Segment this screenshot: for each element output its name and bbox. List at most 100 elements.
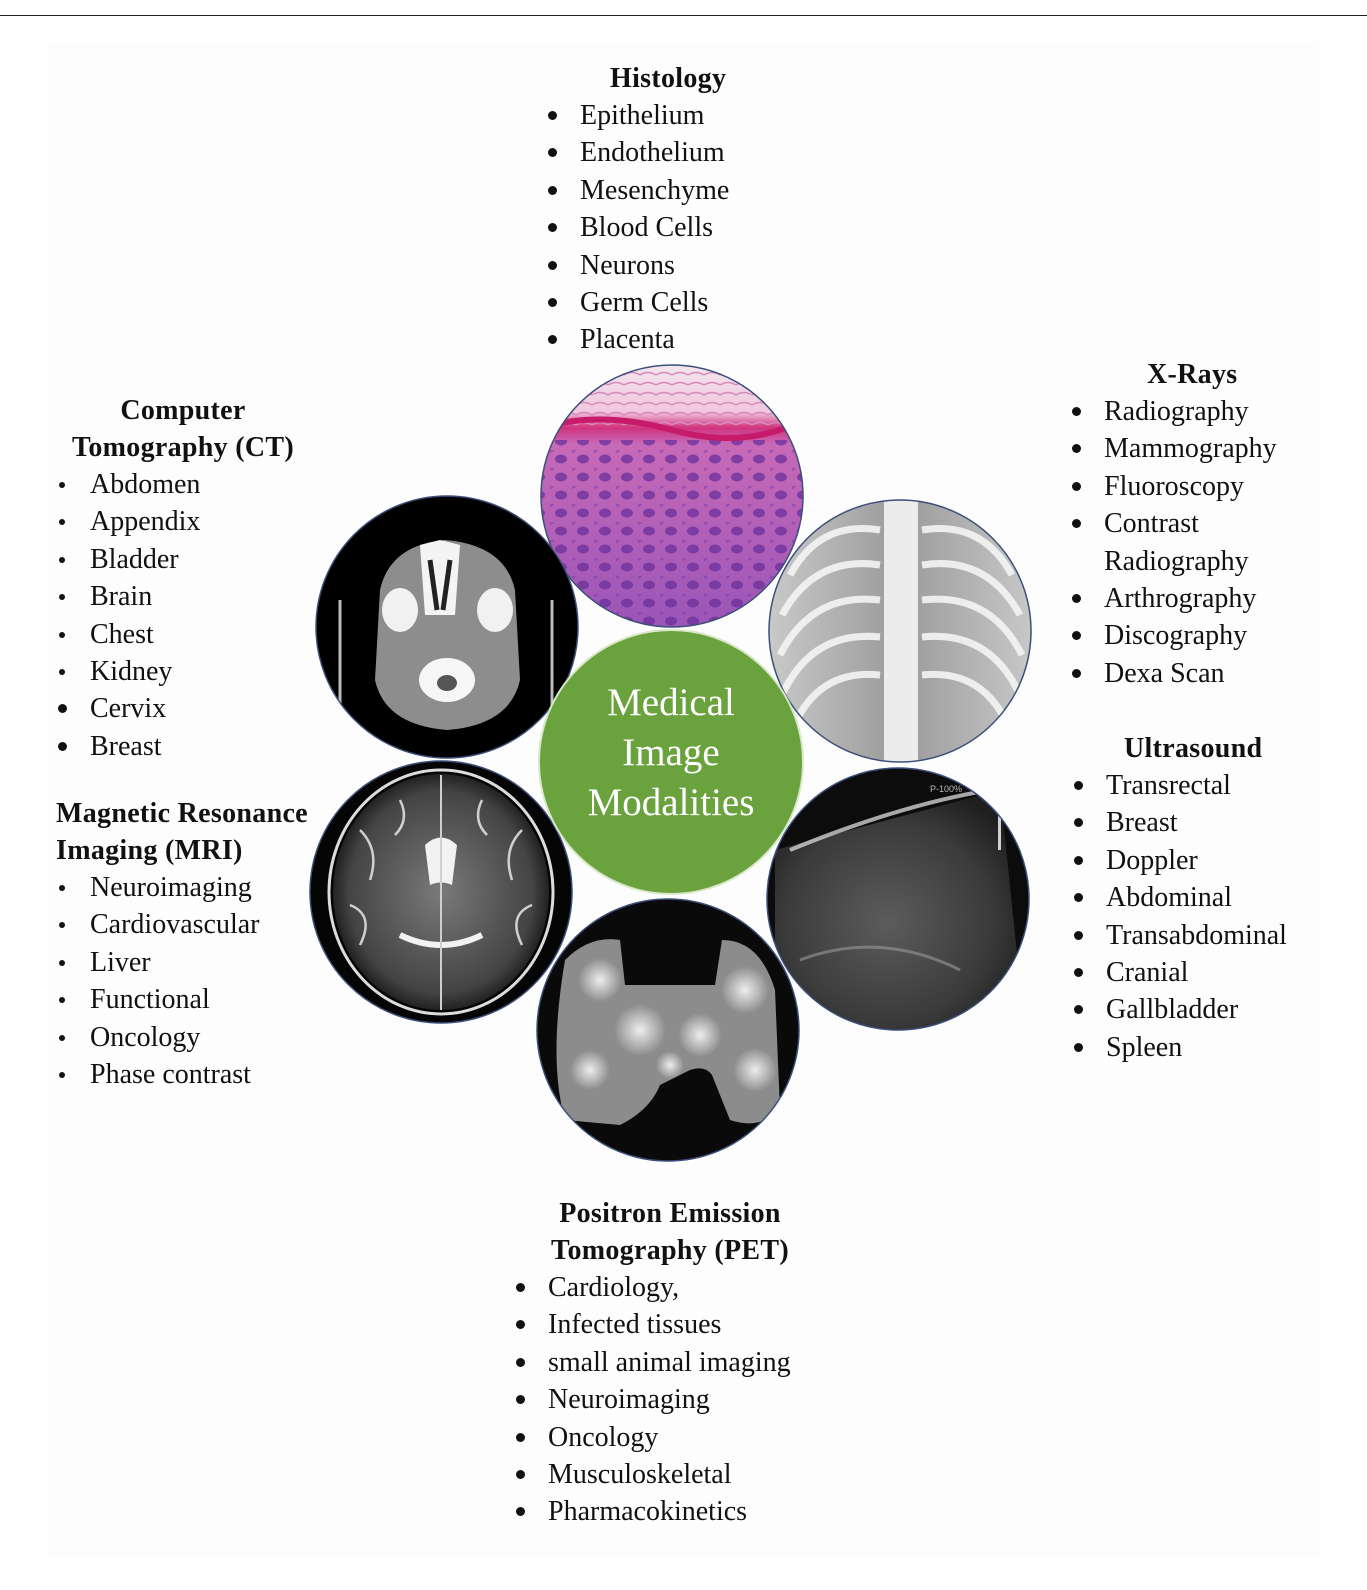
list-item-text: Mammography	[1104, 433, 1277, 465]
list-item: Epithelium	[546, 97, 729, 134]
list-item-text: Endothelium	[580, 137, 725, 169]
list-item-text: Pharmacokinetics	[548, 1496, 748, 1528]
list-item: Brain	[56, 578, 310, 615]
list-item-text: Cardiovascular	[90, 909, 260, 941]
bullet-icon	[1074, 855, 1083, 865]
bullet-icon	[1074, 1005, 1083, 1015]
list-item-text: Cranial	[1106, 957, 1189, 989]
bullet-icon	[516, 1432, 525, 1442]
pet-title: Positron Emission Tomography (PET)	[514, 1195, 826, 1269]
list-item: Arthrography	[1070, 580, 1277, 617]
list-item: Appendix	[56, 503, 310, 540]
bullet-icon	[1074, 781, 1083, 790]
xrays-list: Radiography Mammography Fluoroscopy Cont…	[1070, 393, 1277, 692]
bullet-icon	[1072, 519, 1081, 529]
center-title-line: Image	[622, 731, 720, 774]
list-item: Breast	[56, 728, 310, 765]
bullet-icon	[1074, 1042, 1083, 1052]
list-item-text: Radiography	[1104, 545, 1249, 577]
bullet-icon	[58, 741, 67, 751]
bullet-icon	[548, 335, 557, 345]
pet-section: Positron Emission Tomography (PET) Cardi…	[514, 1195, 826, 1531]
bullet-icon	[516, 1470, 525, 1480]
list-item-text: Germ Cells	[580, 287, 709, 319]
list-item: Placenta	[546, 321, 729, 358]
list-item-text: Placenta	[580, 324, 675, 356]
list-item: Discography	[1070, 617, 1277, 654]
bullet-icon	[1072, 407, 1081, 416]
ct-title-line: Computer	[120, 395, 246, 426]
bullet-icon	[516, 1395, 525, 1405]
mri-title: Magnetic Resonance Imaging (MRI)	[56, 795, 308, 869]
bullet-icon	[548, 260, 557, 270]
list-item-text: Oncology	[548, 1421, 659, 1453]
histology-micrograph	[540, 364, 804, 628]
bullet-icon	[59, 885, 65, 891]
list-item-text: Discography	[1104, 620, 1248, 652]
ultrasound-overlay-text: P-100%	[930, 784, 962, 794]
list-item: Abdomen	[56, 466, 310, 503]
list-item: Liver	[56, 944, 308, 981]
list-item-text: Appendix	[90, 506, 201, 538]
bullet-icon	[59, 519, 65, 526]
list-item-text: Breast	[1106, 807, 1178, 839]
list-item: Cardiovascular	[56, 906, 308, 943]
ultrasound-list: Transrectal Breast Doppler Abdominal Tra…	[1072, 767, 1287, 1066]
list-item-text: Kidney	[90, 656, 173, 688]
list-item: Cervix	[56, 690, 310, 727]
list-item: Neuroimaging	[514, 1381, 826, 1418]
list-item: Oncology	[514, 1419, 826, 1456]
bullet-icon	[1074, 893, 1083, 903]
bullet-icon	[548, 298, 557, 308]
histology-section: Histology Epithelium Endothelium Mesench…	[546, 60, 729, 359]
list-item-text: Arthrography	[1104, 583, 1257, 615]
list-item: Radiography	[1070, 393, 1277, 430]
center-circle	[538, 629, 804, 895]
list-item: Musculoskeletal	[514, 1456, 826, 1493]
list-item-text: Neurons	[580, 249, 675, 281]
list-item: Breast	[1072, 804, 1287, 841]
list-item: Transrectal	[1072, 767, 1287, 804]
list-item-text: Gallbladder	[1106, 994, 1239, 1026]
ultrasound-scan: P-100%	[766, 767, 1030, 1031]
list-item: Doppler	[1072, 842, 1287, 879]
center-title-line: Modalities	[587, 781, 755, 824]
list-item-text: Musculoskeletal	[548, 1459, 732, 1491]
list-item-text: Fluoroscopy	[1104, 470, 1244, 502]
bullet-icon	[1074, 930, 1083, 940]
bullet-icon	[1072, 668, 1081, 678]
list-item: Functional	[56, 981, 308, 1018]
bullet-icon	[59, 1034, 65, 1041]
ct-list: Abdomen Appendix Bladder Brain Chest Kid…	[56, 466, 310, 765]
list-item: Fluoroscopy	[1070, 468, 1277, 505]
bullet-icon	[516, 1357, 525, 1367]
list-item-text: Phase contrast	[90, 1059, 251, 1091]
list-item-text: Oncology	[90, 1021, 201, 1053]
mri-list: Neuroimaging Cardiovascular Liver Functi…	[56, 869, 308, 1093]
bullet-icon	[59, 997, 65, 1004]
list-item: Infected tissues	[514, 1306, 826, 1343]
list-item-text: Brain	[90, 581, 153, 613]
list-item-text: Bladder	[90, 543, 179, 575]
center-title: Medical Image Modalities	[539, 678, 803, 828]
mri-title-line: Imaging (MRI)	[56, 835, 243, 866]
list-item-text: Neuroimaging	[548, 1384, 710, 1416]
list-item-text: Liver	[90, 946, 151, 978]
bullet-icon	[1074, 968, 1083, 978]
brain-mri	[309, 760, 573, 1024]
bullet-icon	[1072, 631, 1081, 641]
pet-title-line: Positron Emission	[559, 1198, 781, 1229]
list-item: small animal imaging	[514, 1344, 826, 1381]
list-item: Gallbladder	[1072, 991, 1287, 1028]
list-item: Mesenchyme	[546, 172, 729, 209]
list-item: Spleen	[1072, 1029, 1287, 1066]
pet-scan	[536, 898, 800, 1162]
list-item-text: small animal imaging	[548, 1346, 791, 1378]
ct-title: Computer Tomography (CT)	[56, 392, 310, 466]
xrays-section: X-Rays Radiography Mammography Fluorosco…	[1070, 356, 1277, 692]
list-item: Cranial	[1072, 954, 1287, 991]
pet-title-line: Tomography (PET)	[551, 1235, 789, 1266]
top-rule	[0, 15, 1367, 16]
bullet-icon	[516, 1283, 525, 1292]
